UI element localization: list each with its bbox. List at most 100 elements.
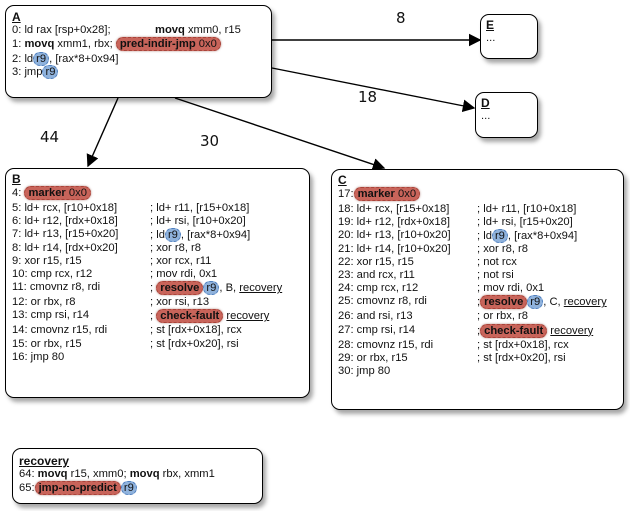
block-recovery-line-64: 64: movq r15, xmm0; movq rbx, xmm1 bbox=[19, 468, 256, 481]
block-c-line-26: 26: and rsi, r13 ; or rbx, r8 bbox=[338, 310, 617, 323]
text: 0: ld rax [rsp+0x28]; bbox=[12, 24, 111, 36]
block-b: B 4: marker 0x0 5: ld+ rcx, [r10+0x18]; … bbox=[5, 168, 310, 398]
block-c-line-23: 23: and rcx, r11 ; not rsi bbox=[338, 269, 617, 282]
block-c-line-24: 24: cmp rcx, r12; mov rdi, 0x1 bbox=[338, 282, 617, 295]
text: ; ld bbox=[150, 229, 165, 242]
text: , C, bbox=[543, 296, 564, 309]
text: check-fault bbox=[484, 324, 544, 337]
recovery-link[interactable]: recovery bbox=[226, 310, 270, 323]
text: ; mov rdi, 0x1 bbox=[150, 267, 218, 280]
text: 11: cmovnz r8, rdi bbox=[12, 281, 101, 294]
block-b-line-4: 4: marker 0x0 bbox=[12, 186, 303, 202]
text: resolve bbox=[160, 282, 200, 295]
edge-label-a-b: 44 bbox=[40, 128, 60, 146]
r9-register-tag: r9 bbox=[527, 295, 544, 310]
text: ; not rsi bbox=[477, 268, 514, 281]
block-a-title: A bbox=[12, 10, 21, 24]
block-e: E ... bbox=[480, 14, 538, 59]
block-c-title: C bbox=[338, 173, 347, 187]
block-c-line-18: 18: ld+ rcx, [r15+0x18] ; ld+ r11, [r10+0… bbox=[338, 203, 617, 216]
block-e-title: E bbox=[486, 18, 495, 32]
text: movq bbox=[37, 468, 68, 480]
text: ; not rcx bbox=[477, 255, 517, 268]
block-b-line-5: 5: ld+ rcx, [r10+0x18]; ld+ r11, [r15+0x… bbox=[12, 202, 303, 215]
text: 18: ld+ rcx, [r15+0x18] bbox=[338, 203, 450, 215]
block-d-title: D bbox=[481, 96, 490, 110]
edge-label-a-d: 18 bbox=[358, 88, 378, 106]
text: 19: ld+ r12, [rdx+0x18] bbox=[338, 216, 450, 229]
text: xmm1, rbx; bbox=[54, 38, 113, 51]
text: ; st [rdx+0x18], rcx bbox=[477, 338, 569, 351]
text: ; xor r8, r8 bbox=[477, 242, 528, 255]
block-b-line-10: 10: cmp rcx, r12 ; mov rdi, 0x1 bbox=[12, 268, 303, 281]
text: 10: cmp rcx, r12 bbox=[12, 267, 93, 280]
text: 6: ld+ r12, [rdx+0x18] bbox=[12, 215, 118, 228]
text: check-fault bbox=[160, 310, 220, 323]
text: movq bbox=[129, 468, 160, 480]
block-b-line-13: 13: cmp rsi, r14; check-fault recovery bbox=[12, 309, 270, 324]
text: xmm0, r15 bbox=[184, 24, 241, 36]
check-fault-tag: check-fault bbox=[480, 323, 548, 338]
block-c-line-27: 27: cmp rsi, r14;check-fault recovery bbox=[338, 323, 594, 338]
text: 13: cmp rsi, r14 bbox=[12, 309, 90, 322]
block-recovery: recovery 64: movq r15, xmm0; movq rbx, x… bbox=[12, 448, 263, 504]
text: ; or rbx, r8 bbox=[477, 310, 528, 323]
recovery-link[interactable]: recovery bbox=[563, 296, 607, 309]
block-b-line-12: 12: or rbx, r8; xor rsi, r13 bbox=[12, 296, 303, 309]
pred-indir-jmp-tag: pred-indir-jmp 0x0 bbox=[115, 37, 221, 52]
block-b-line-6: 6: ld+ r12, [rdx+0x18] ; ld+ rsi, [r10+0x… bbox=[12, 215, 303, 228]
text: 30: jmp 80 bbox=[338, 364, 391, 377]
marker-tag: marker 0x0 bbox=[24, 186, 91, 200]
r9-register-tag: r9 bbox=[42, 65, 59, 80]
block-c-line-30: 30: jmp 80 bbox=[338, 365, 617, 378]
text: resolve bbox=[484, 296, 524, 309]
recovery-link[interactable]: recovery bbox=[550, 324, 594, 337]
text: 16: jmp 80 bbox=[12, 350, 65, 363]
text: 0x0 bbox=[195, 38, 217, 51]
block-b-line-9: 9: xor r15, r15; xor rcx, r11 bbox=[12, 255, 303, 268]
text: , [rax*8+0x94] bbox=[49, 53, 119, 66]
text: r15, xmm0; bbox=[67, 468, 130, 480]
text: 26: and rsi, r13 bbox=[338, 310, 413, 323]
text: 23: and rcx, r11 bbox=[338, 268, 415, 281]
text: ; xor rsi, r13 bbox=[150, 296, 210, 309]
jmp-no-predict-tag: jmp-no-predict bbox=[34, 481, 121, 496]
text: ; ld+ rsi, [r10+0x20] bbox=[150, 215, 246, 228]
block-c-line-21: 21: ld+ r14, [r10+0x20]; xor r8, r8 bbox=[338, 243, 617, 256]
resolve-tag: resolve bbox=[156, 281, 204, 296]
block-c-line-29: 29: or rbx, r15; st [rdx+0x20], rsi bbox=[338, 352, 617, 365]
text: 0x0 bbox=[394, 188, 417, 200]
text: 22: xor r15, r15 bbox=[338, 255, 414, 268]
text: marker bbox=[357, 188, 395, 200]
block-d: D ... bbox=[475, 92, 538, 138]
resolve-tag: resolve bbox=[480, 295, 528, 310]
text: ; st [rdx+0x20], rsi bbox=[477, 351, 566, 364]
edge-label-a-e: 8 bbox=[396, 9, 406, 27]
text: , [rax*8+0x94] bbox=[507, 230, 578, 243]
block-a-line-1: 1: movq xmm1, rbx; pred-indir-jmp 0x0 bbox=[12, 37, 265, 52]
block-c-line-22: 22: xor r15, r15 ; not rcx bbox=[338, 256, 617, 269]
block-b-line-8: 8: ld+ r14, [rdx+0x20]; xor r8, r8 bbox=[12, 242, 303, 255]
text: 1: bbox=[12, 38, 25, 51]
block-a-line-0: 0: ld rax [rsp+0x28]; movq xmm0, r15 bbox=[12, 24, 265, 37]
text: ; ld+ r11, [r10+0x18] bbox=[477, 203, 577, 215]
text: 7: ld+ r13, [r15+0x20] bbox=[12, 228, 119, 241]
text: ; ld+ r11, [r15+0x18] bbox=[150, 202, 250, 214]
text: , [rax*8+0x94] bbox=[180, 229, 251, 242]
text: 2: ld bbox=[12, 53, 34, 66]
text: marker bbox=[28, 187, 66, 199]
block-d-body: ... bbox=[481, 110, 491, 122]
marker-tag: marker 0x0 bbox=[353, 187, 421, 201]
check-fault-tag: check-fault bbox=[156, 309, 224, 324]
recovery-link[interactable]: recovery bbox=[239, 282, 283, 295]
text: 20: ld+ r13, [r10+0x20] bbox=[338, 229, 451, 242]
r9-register-tag: r9 bbox=[491, 229, 508, 244]
text: 17: bbox=[338, 188, 354, 200]
